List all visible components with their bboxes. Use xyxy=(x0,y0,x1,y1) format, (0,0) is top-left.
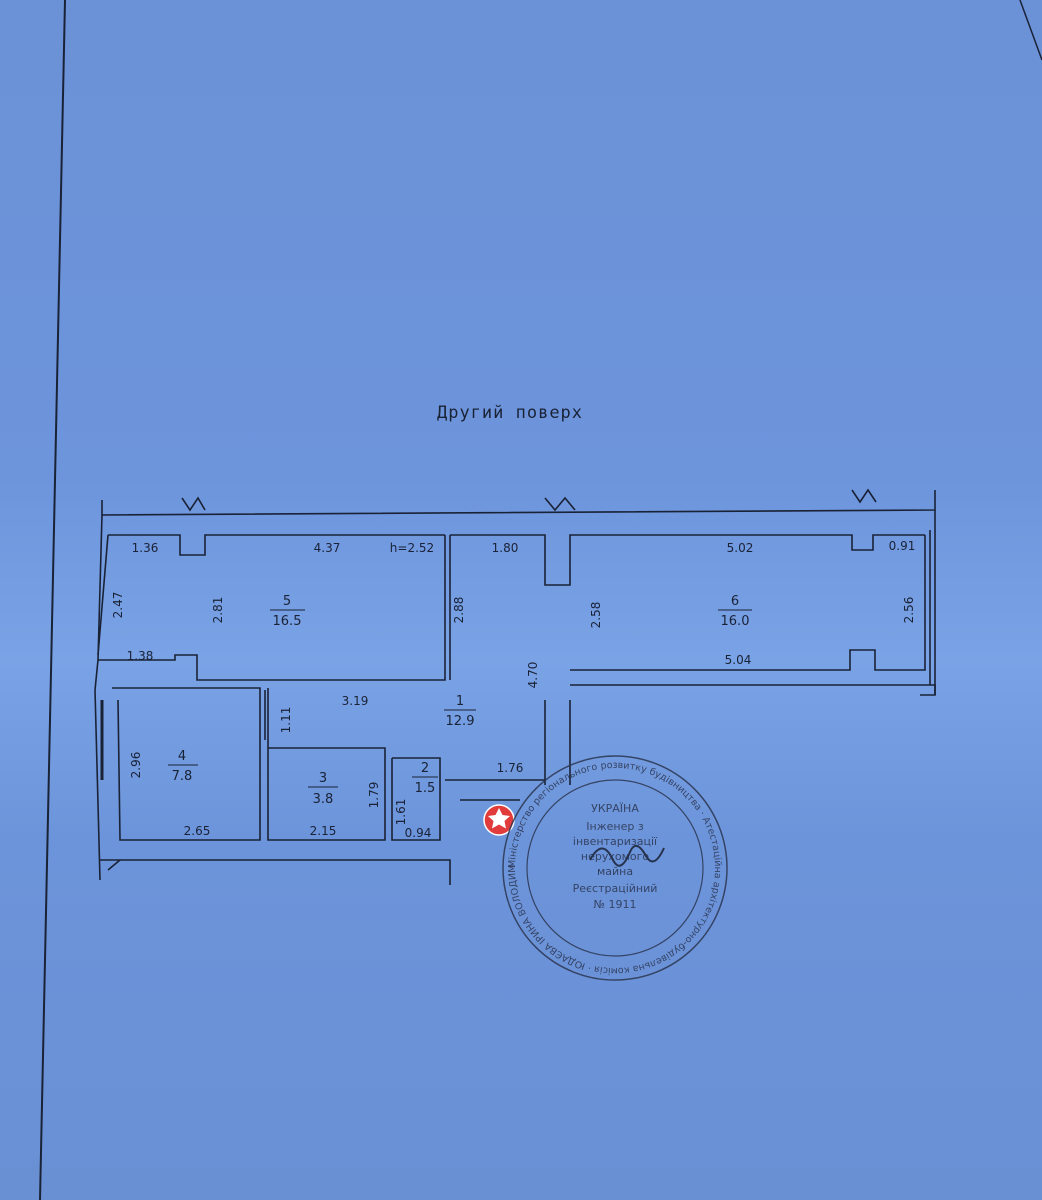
room-5-area: 16.5 xyxy=(273,614,302,629)
room-3 xyxy=(267,688,386,841)
room-6-number: 6 xyxy=(731,594,739,609)
dim-1-79: 1.79 xyxy=(367,782,381,809)
dim-1-36: 1.36 xyxy=(132,541,159,555)
stamp-line-6: № 1911 xyxy=(594,898,637,911)
stamp-line-3: нерухомого xyxy=(581,850,649,863)
room-4-number: 4 xyxy=(178,749,186,764)
dim-2-56: 2.56 xyxy=(902,597,916,624)
wall-notch xyxy=(107,859,121,871)
stamp-outer-ring xyxy=(502,755,728,981)
dim-2-88: 2.88 xyxy=(452,597,466,624)
outer-wall-bottom xyxy=(100,859,451,885)
dimension-labels: 1.36 4.37 h=2.52 1.80 5.02 0.91 2.47 2.8… xyxy=(111,539,916,840)
outer-wall-bottom-right xyxy=(570,684,936,696)
room-1-number: 1 xyxy=(456,694,464,709)
entrance-marker-icon xyxy=(483,804,515,836)
outer-wall-top xyxy=(101,490,936,516)
room-5-number: 5 xyxy=(283,594,291,609)
room-6-bottom xyxy=(570,535,926,671)
wall-marker-3 xyxy=(851,488,877,504)
dim-4-37: 4.37 xyxy=(314,541,341,555)
stamp-line-2: інвентаризації xyxy=(573,835,658,848)
page-border-right xyxy=(1019,0,1042,61)
dim-1-11: 1.11 xyxy=(279,707,293,734)
plan-title: Другий поверх xyxy=(437,403,583,423)
dim-2-58: 2.58 xyxy=(589,602,603,629)
stamp-country: УКРАЇНА xyxy=(591,802,639,815)
dim-1-61: 1.61 xyxy=(394,799,408,826)
inventory-engineer-stamp: Міністерство регіонального розвитку буді… xyxy=(0,0,728,981)
wall-marker-1 xyxy=(181,496,206,512)
dim-5-04: 5.04 xyxy=(725,653,752,667)
dim-2-47: 2.47 xyxy=(111,592,125,619)
room-5-bottom xyxy=(98,535,446,681)
room-2-area: 1.5 xyxy=(415,781,436,796)
room-3-number: 3 xyxy=(319,771,327,786)
room-4 xyxy=(112,687,261,841)
walls xyxy=(94,488,936,885)
height-note: h=2.52 xyxy=(390,541,434,555)
room-3-area: 3.8 xyxy=(313,792,334,807)
room-4-area: 7.8 xyxy=(172,769,193,784)
dim-2-96: 2.96 xyxy=(129,752,143,779)
stamp-inner-ring xyxy=(526,779,704,957)
room-6-area: 16.0 xyxy=(721,614,750,629)
room-2-number: 2 xyxy=(421,761,429,776)
room-2 xyxy=(391,757,441,841)
stamp-line-5: Реєстраційний xyxy=(573,882,658,895)
signature xyxy=(589,845,665,867)
room-6-top xyxy=(450,534,925,586)
dim-3-19: 3.19 xyxy=(342,694,369,708)
dim-2-15: 2.15 xyxy=(310,824,337,838)
stamp-line-1: Інженер з xyxy=(586,820,644,833)
dim-1-80: 1.80 xyxy=(492,541,519,555)
dim-2-81: 2.81 xyxy=(211,597,225,624)
dim-5-02: 5.02 xyxy=(727,541,754,555)
wall-marker-2 xyxy=(544,496,576,512)
room-5-left xyxy=(97,534,109,656)
stamp-line-4: майна xyxy=(597,865,633,878)
dim-0-91: 0.91 xyxy=(889,539,916,553)
dim-4-70: 4.70 xyxy=(526,662,540,689)
dim-1-38: 1.38 xyxy=(127,649,154,663)
room-5-top xyxy=(108,534,445,556)
room-labels: 5 16.5 6 16.0 1 12.9 4 7.8 3 3.8 2 1.5 xyxy=(168,594,752,807)
page-border-left xyxy=(39,0,66,1200)
dim-2-65: 2.65 xyxy=(184,824,211,838)
outer-wall-left xyxy=(94,514,103,881)
dim-1-76: 1.76 xyxy=(497,761,524,775)
dim-0-94: 0.94 xyxy=(405,826,432,840)
room-1-area: 12.9 xyxy=(446,714,475,729)
